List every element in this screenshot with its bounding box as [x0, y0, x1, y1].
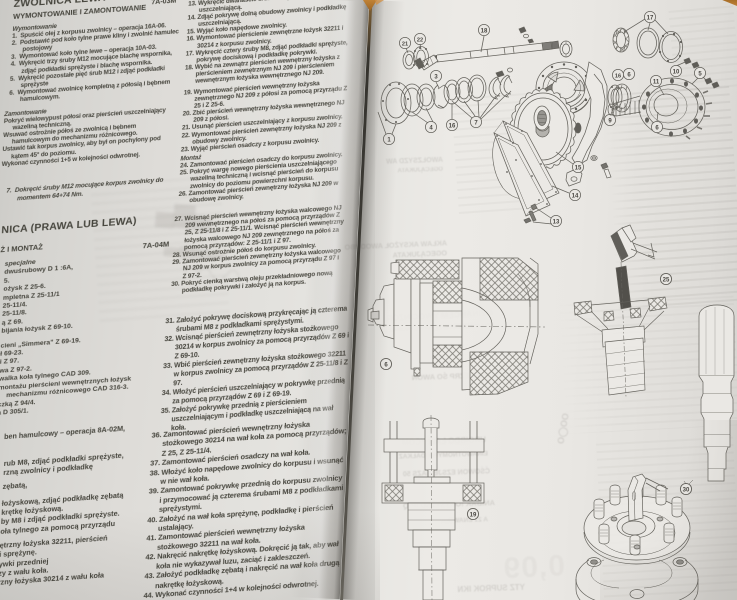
svg-text:7: 7: [474, 121, 478, 127]
svg-text:9: 9: [608, 119, 612, 125]
svg-text:19: 19: [470, 513, 477, 519]
svg-text:14: 14: [572, 194, 579, 200]
svg-text:30: 30: [683, 488, 690, 494]
svg-text:21: 21: [402, 42, 408, 48]
svg-text:25: 25: [663, 278, 670, 284]
svg-text:5: 5: [698, 72, 702, 78]
svg-text:6: 6: [627, 73, 631, 79]
svg-text:1: 1: [387, 138, 391, 144]
svg-text:17: 17: [647, 16, 654, 22]
svg-text:16: 16: [449, 124, 456, 130]
svg-text:6: 6: [384, 363, 388, 369]
svg-text:13: 13: [553, 220, 560, 226]
svg-text:22: 22: [417, 38, 423, 44]
svg-text:15: 15: [575, 166, 582, 172]
svg-text:18: 18: [481, 29, 488, 35]
svg-text:11: 11: [653, 80, 660, 86]
svg-text:16: 16: [615, 74, 621, 80]
svg-text:6: 6: [655, 126, 659, 132]
svg-text:4: 4: [429, 126, 433, 132]
svg-text:10: 10: [673, 70, 680, 76]
svg-text:3: 3: [434, 75, 438, 81]
